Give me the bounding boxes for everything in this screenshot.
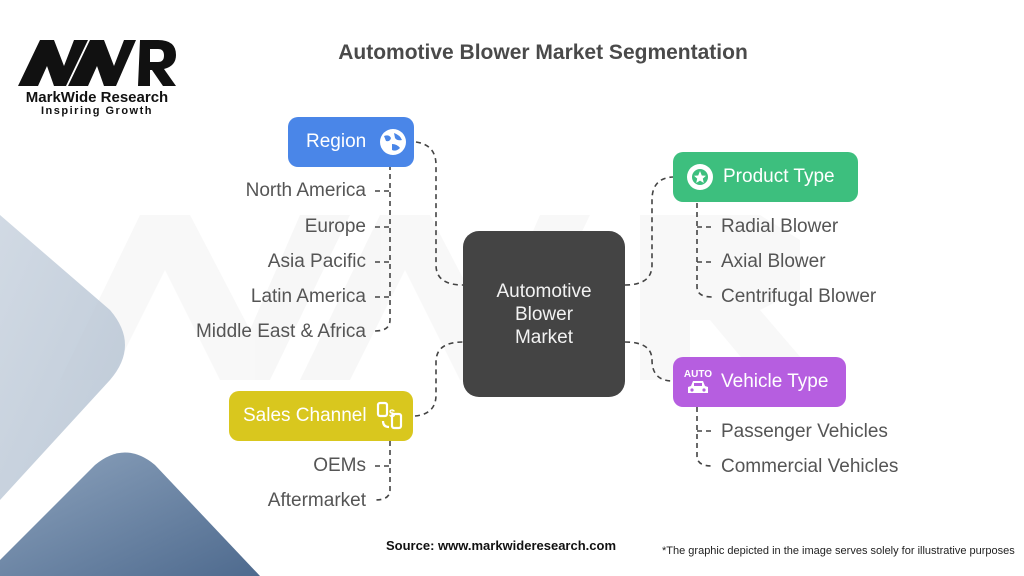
connector-vehicle-items: [696, 407, 713, 467]
region-item: Europe: [304, 216, 366, 237]
vehicle-type-item: Commercial Vehicles: [721, 456, 899, 477]
segment-label: Product Type: [723, 166, 835, 187]
product-type-item: Radial Blower: [721, 216, 839, 237]
svg-text:$: $: [389, 408, 395, 420]
connector-product: [624, 176, 674, 286]
segment-label: Sales Channel: [243, 405, 367, 426]
vehicle-type-item: Passenger Vehicles: [721, 421, 888, 442]
connector-product-items: [696, 203, 713, 298]
connectors: [374, 141, 713, 501]
decor-shape-dark: [0, 452, 260, 576]
segment-node-region: Region: [288, 117, 414, 167]
connector-sales-items: [374, 441, 391, 501]
connector-sales: [414, 341, 464, 417]
brand-logo: MarkWide Research Inspiring Growth: [18, 36, 178, 117]
page-title: Automotive Blower Market Segmentation: [338, 41, 748, 64]
brand-name: MarkWide Research: [25, 89, 169, 106]
segment-label: Vehicle Type: [721, 371, 829, 392]
source-text: Source: www.markwideresearch.com: [386, 538, 617, 553]
product-type-item: Axial Blower: [721, 251, 826, 272]
region-item: North America: [245, 180, 366, 201]
mwr-logo-icon: [18, 40, 176, 86]
sales-channel-item: OEMs: [313, 455, 366, 476]
connector-region-items: [374, 165, 391, 332]
region-item: Middle East & Africa: [195, 321, 366, 342]
center-line-1: Automotive: [496, 280, 592, 302]
sales-channel-item: Aftermarket: [267, 490, 366, 511]
mobile-payment-icon: $: [375, 401, 405, 431]
globe-icon: [378, 127, 408, 157]
segment-node-vehicle-type: AUTO Vehicle Type: [673, 357, 846, 407]
center-line-2: Blower: [514, 303, 574, 325]
connector-vehicle: [624, 341, 674, 382]
segment-node-sales-channel: Sales Channel $: [229, 391, 413, 441]
center-line-3: Market: [514, 326, 574, 348]
disclaimer-text: *The graphic depicted in the image serve…: [662, 545, 1015, 557]
connector-region: [415, 141, 464, 286]
region-item: Latin America: [250, 286, 366, 307]
decor-shape-light: [0, 215, 125, 500]
wheel-icon: [685, 162, 715, 192]
auto-car-icon: AUTO: [683, 367, 713, 397]
segment-node-product-type: Product Type: [673, 152, 858, 202]
segment-label: Region: [306, 131, 367, 152]
product-type-item: Centrifugal Blower: [721, 286, 877, 307]
watermark-logo: [60, 215, 820, 380]
region-item: Asia Pacific: [267, 251, 366, 272]
auto-icon-text: AUTO: [683, 368, 713, 380]
brand-tagline: Inspiring Growth: [41, 105, 153, 117]
center-node: Automotive Blower Market: [463, 231, 625, 397]
